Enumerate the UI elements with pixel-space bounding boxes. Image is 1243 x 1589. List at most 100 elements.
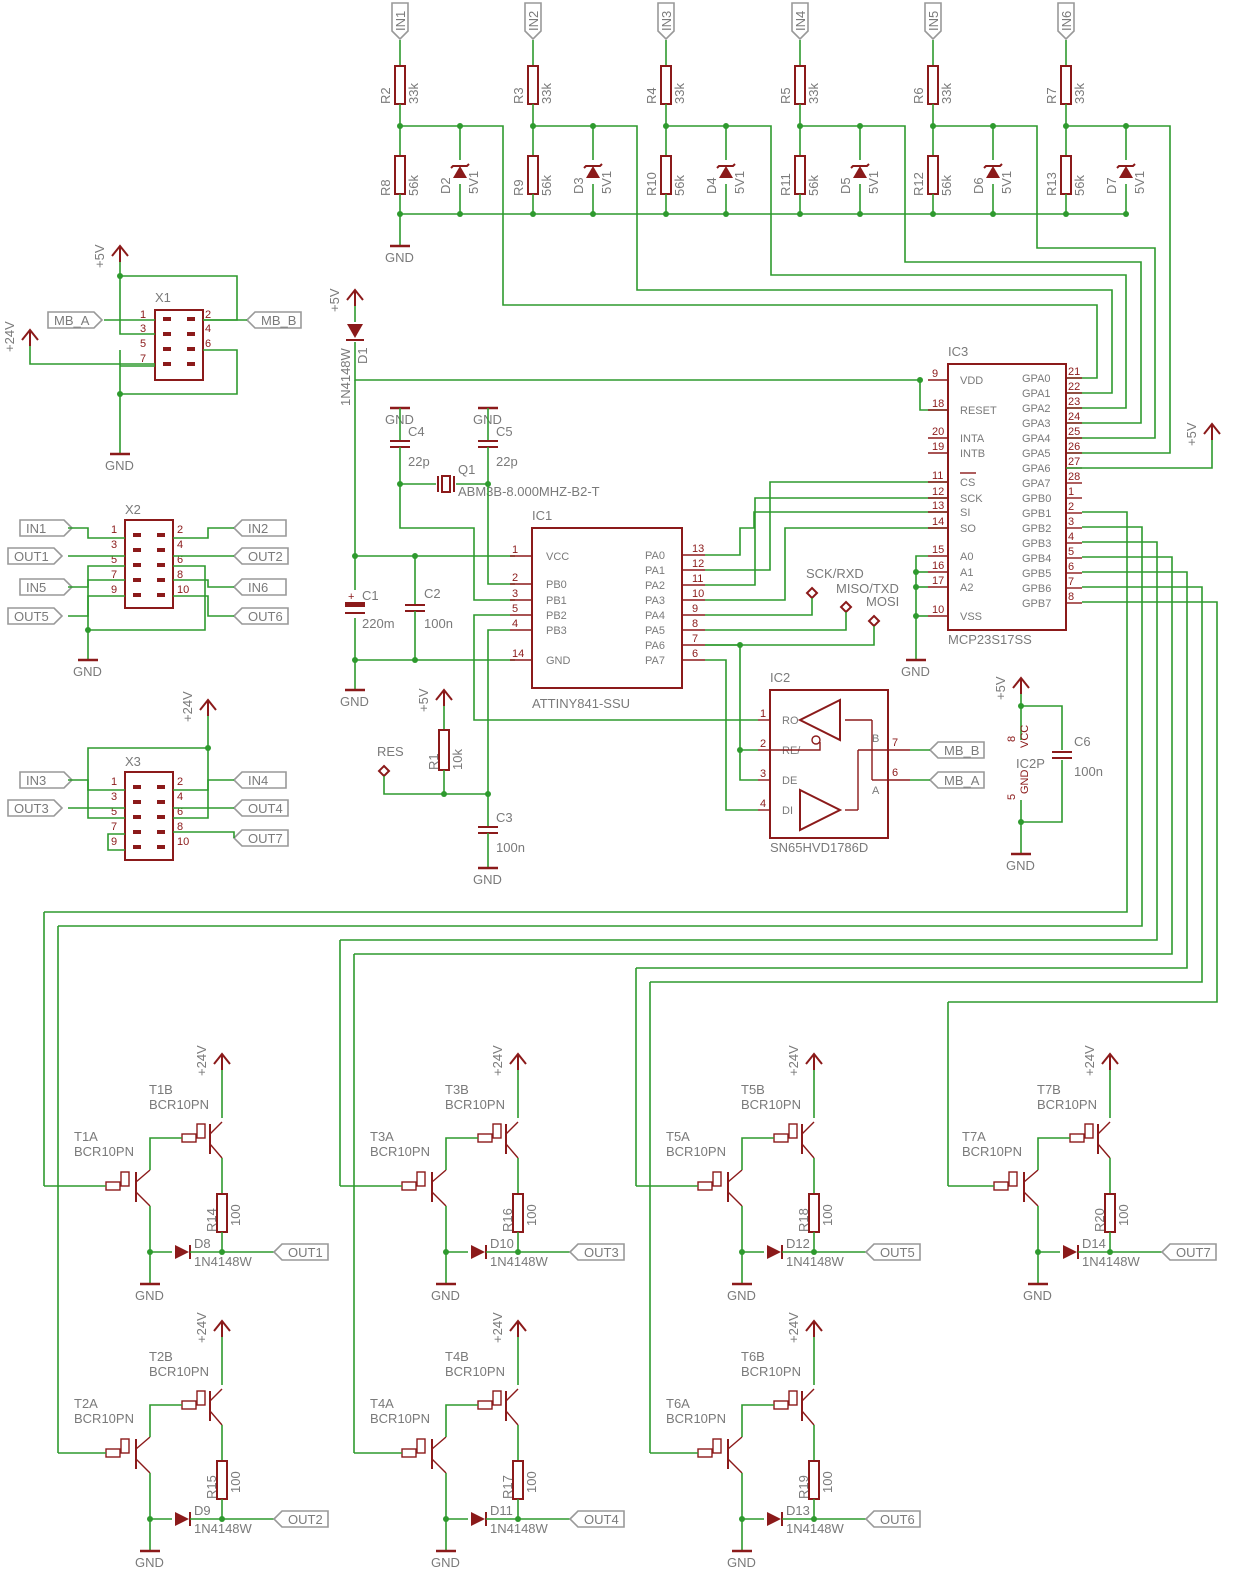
label: GPB5: [1022, 568, 1051, 580]
label: 9: [111, 584, 117, 596]
label: X2: [125, 502, 141, 517]
label: VDD: [960, 375, 983, 387]
net-port-out5: OUT5: [864, 1243, 921, 1261]
label: Q1: [458, 462, 475, 477]
label: 10: [932, 604, 944, 616]
label: MB_B: [261, 313, 296, 328]
label: VCC: [1019, 725, 1031, 748]
label: PB2: [546, 610, 567, 622]
input-routing: [460, 125, 1171, 454]
zener-diode-icon: [1116, 163, 1136, 178]
label: SO: [960, 523, 976, 535]
label: 12: [932, 486, 944, 498]
label: 10: [692, 588, 704, 600]
label: RESET: [960, 405, 997, 417]
label: R5: [778, 87, 793, 104]
label: 1N4148W: [490, 1521, 549, 1536]
label: PB1: [546, 595, 567, 607]
label: R19: [796, 1475, 811, 1499]
gnd-symbol: GND: [727, 1282, 756, 1303]
net-port-mb_a: MB_A: [47, 311, 104, 329]
net-port-out3: OUT3: [568, 1243, 625, 1261]
gnd-symbol: GND: [135, 1282, 164, 1303]
label: T6A: [666, 1396, 690, 1411]
label: R20: [1092, 1208, 1107, 1232]
label: GND: [1023, 1288, 1052, 1303]
label: PA7: [645, 655, 665, 667]
label: 24: [1068, 411, 1080, 423]
label: +5V: [327, 288, 342, 312]
label: VSS: [960, 611, 982, 623]
net-port-mb_b: MB_B: [245, 311, 302, 329]
label: D13: [786, 1503, 810, 1518]
label: T1A: [74, 1129, 98, 1144]
label: IN5: [926, 11, 941, 31]
label: BCR10PN: [666, 1411, 726, 1426]
label: GND: [340, 694, 369, 709]
label: 14: [932, 516, 944, 528]
label: GND: [135, 1555, 164, 1570]
label: OUT6: [880, 1512, 915, 1527]
label: C4: [408, 424, 425, 439]
label: MB_A: [54, 313, 90, 328]
label: GND: [1006, 858, 1035, 873]
label: 5V1: [599, 171, 614, 194]
junction-dot: [663, 123, 669, 129]
label: 6: [177, 554, 183, 566]
label: 1N4148W: [786, 1521, 845, 1536]
label: 100: [524, 1204, 539, 1226]
label: BCR10PN: [445, 1364, 505, 1379]
label: D6: [971, 177, 986, 194]
label: BCR10PN: [962, 1144, 1022, 1159]
label: 7: [1068, 576, 1074, 588]
label: 1: [1068, 486, 1074, 498]
label: 8: [177, 821, 183, 833]
label: IN3: [26, 773, 46, 788]
label: 18: [932, 398, 944, 410]
label: 2: [760, 738, 766, 750]
diode-icon: [175, 1245, 191, 1259]
label: GPB2: [1022, 523, 1051, 535]
junction-dot: [797, 123, 803, 129]
label: T7B: [1037, 1082, 1061, 1097]
label: +24V: [490, 1312, 505, 1343]
label: R4: [644, 87, 659, 104]
gnd-symbol: GND: [105, 452, 134, 473]
supply-arrow-icon: +5V: [1184, 422, 1221, 446]
junction-dot: [515, 1516, 521, 1522]
net-port-out2: OUT2: [232, 547, 289, 565]
label: GND: [431, 1555, 460, 1570]
label: 5: [111, 554, 117, 566]
junction-dot: [219, 1249, 225, 1255]
label: 13: [932, 500, 944, 512]
label: OUT6: [248, 609, 283, 624]
label: RES: [377, 744, 404, 759]
label: 22p: [496, 454, 518, 469]
label: MB_B: [944, 743, 979, 758]
label: 5: [1006, 794, 1018, 800]
label: PA2: [645, 580, 665, 592]
label: GND: [901, 664, 930, 679]
label: 100: [820, 1204, 835, 1226]
label: 8: [177, 569, 183, 581]
supply-arrow-icon: +24V: [194, 1045, 231, 1076]
diode-icon: [347, 324, 363, 338]
label: IN2: [526, 11, 541, 31]
net-port-in1: IN1: [391, 2, 409, 41]
label: 3: [760, 768, 766, 780]
label: +24V: [786, 1312, 801, 1343]
supply-arrow-icon: +24V: [786, 1045, 823, 1076]
junction-dot: [219, 1516, 225, 1522]
label: R13: [1044, 172, 1059, 196]
label: PA1: [645, 565, 665, 577]
label: RO: [782, 715, 799, 727]
label: 1: [512, 544, 518, 556]
label: BCR10PN: [149, 1097, 209, 1112]
